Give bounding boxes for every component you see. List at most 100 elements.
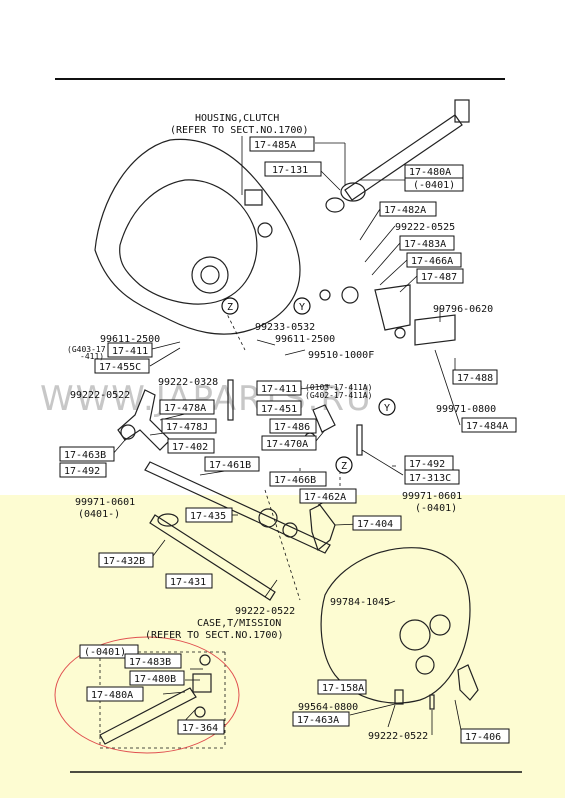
svg-text:17-435: 17-435 bbox=[190, 511, 226, 522]
part-number: 99971-0601 bbox=[402, 491, 462, 502]
svg-text:17-480A: 17-480A bbox=[91, 690, 133, 701]
svg-text:17-455C: 17-455C bbox=[99, 362, 141, 373]
highlight-circle bbox=[54, 636, 240, 754]
svg-text:17-492: 17-492 bbox=[409, 459, 445, 470]
svg-text:17-483A: 17-483A bbox=[404, 239, 446, 250]
svg-text:17-478A: 17-478A bbox=[164, 403, 206, 414]
svg-text:17-158A: 17-158A bbox=[322, 683, 364, 694]
svg-text:17-463B: 17-463B bbox=[64, 450, 106, 461]
svg-text:17-486: 17-486 bbox=[274, 422, 310, 433]
svg-text:17-364: 17-364 bbox=[182, 723, 218, 734]
svg-text:17-480B: 17-480B bbox=[134, 674, 176, 685]
part-number: 99564-0800 bbox=[298, 702, 358, 713]
svg-text:Y: Y bbox=[384, 403, 390, 414]
part-label: 17-432B bbox=[98, 552, 154, 568]
svg-text:17-406: 17-406 bbox=[465, 732, 501, 743]
part-number: 99796-0620 bbox=[433, 304, 493, 315]
part-label: 17-158A bbox=[317, 679, 367, 695]
part-label: 17-431 bbox=[165, 573, 213, 589]
part-label: 17-488 bbox=[452, 369, 498, 385]
part-label: 17-478A bbox=[159, 399, 215, 415]
marker-z-1: Z bbox=[221, 297, 239, 315]
svg-text:17-480A: 17-480A bbox=[409, 167, 451, 178]
part-number: 99611-2500 bbox=[100, 334, 160, 345]
part-label: 17-484A bbox=[461, 417, 517, 433]
part-label: 17-461B bbox=[204, 456, 260, 472]
marker-z-2: Z bbox=[335, 456, 353, 474]
svg-text:Z: Z bbox=[341, 461, 347, 472]
svg-text:Z: Z bbox=[227, 302, 233, 313]
part-number: (0401-) bbox=[78, 509, 120, 520]
svg-text:(-0401): (-0401) bbox=[84, 647, 126, 658]
svg-text:17-131: 17-131 bbox=[272, 165, 308, 176]
part-number: (-0401) bbox=[415, 503, 457, 514]
part-number: 99222-0525 bbox=[395, 222, 455, 233]
part-label: 17-482A bbox=[379, 201, 437, 217]
part-label: 17-478J bbox=[161, 418, 217, 434]
part-number: 99510-1000F bbox=[308, 350, 374, 361]
svg-text:17-484A: 17-484A bbox=[466, 421, 508, 432]
part-label: (-0401) bbox=[79, 644, 139, 659]
svg-text:17-432B: 17-432B bbox=[103, 556, 145, 567]
svg-text:17-466A: 17-466A bbox=[411, 256, 453, 267]
boxed-labels: 17-485A 17-131 17-480A (-0401) 17-482A 1… bbox=[59, 136, 517, 744]
svg-text:17-462A: 17-462A bbox=[304, 492, 346, 503]
svg-text:Y: Y bbox=[299, 302, 305, 313]
transmission-case-drawing bbox=[320, 547, 479, 704]
part-label: 17-470A bbox=[261, 435, 317, 451]
part-label: 17-411 bbox=[256, 380, 302, 396]
shift-rod-upper-drawing bbox=[325, 99, 470, 213]
svg-text:17-461B: 17-461B bbox=[209, 460, 251, 471]
part-number: 99222-0522 bbox=[368, 731, 428, 742]
part-label: 17-451 bbox=[256, 400, 302, 416]
part-label: 17-483A bbox=[399, 235, 455, 251]
marker-y-1: Y bbox=[293, 297, 311, 315]
svg-text:17-488: 17-488 bbox=[457, 373, 493, 384]
svg-text:17-451: 17-451 bbox=[261, 404, 297, 415]
svg-text:17-470A: 17-470A bbox=[266, 439, 308, 450]
svg-text:17-492: 17-492 bbox=[64, 466, 100, 477]
part-label: 17-492 bbox=[404, 455, 454, 471]
svg-text:17-466B: 17-466B bbox=[274, 475, 316, 486]
selector-assembly-drawing bbox=[319, 284, 456, 346]
part-label: (-0401) bbox=[404, 177, 464, 192]
part-label: 17-364 bbox=[177, 719, 225, 735]
svg-text:17-411: 17-411 bbox=[112, 346, 148, 357]
part-number: 99971-0800 bbox=[436, 404, 496, 415]
case-note-line2: (REFER TO SECT.NO.1700) bbox=[145, 630, 283, 641]
part-label: 17-402 bbox=[167, 438, 215, 454]
inset-rod-drawing bbox=[99, 654, 212, 745]
part-number: 99222-0328 bbox=[158, 377, 218, 388]
part-label: 17-455C bbox=[94, 358, 150, 374]
part-label: 17-411 bbox=[107, 342, 153, 358]
svg-text:(-0401): (-0401) bbox=[413, 180, 455, 191]
clutch-housing-drawing bbox=[94, 138, 301, 335]
part-number: 99611-2500 bbox=[275, 334, 335, 345]
long-rod-drawing bbox=[144, 461, 331, 601]
part-label: 17-485A bbox=[249, 136, 315, 152]
part-number: (0103-17-411A) bbox=[305, 383, 372, 392]
svg-text:17-482A: 17-482A bbox=[384, 205, 426, 216]
part-label: 17-463B bbox=[59, 446, 115, 462]
part-label: 17-483B bbox=[124, 653, 182, 669]
part-label: 17-486 bbox=[269, 418, 317, 434]
part-number: (G403-17 bbox=[67, 345, 106, 354]
part-label: 17-435 bbox=[185, 507, 233, 523]
housing-note-line1: HOUSING,CLUTCH bbox=[195, 113, 279, 124]
part-label: 17-466A bbox=[406, 252, 462, 268]
part-label: 17-313C bbox=[404, 469, 460, 485]
part-label: 17-404 bbox=[352, 515, 402, 531]
part-label: 17-406 bbox=[460, 728, 510, 744]
svg-text:17-402: 17-402 bbox=[172, 442, 208, 453]
part-label: 17-463A bbox=[292, 711, 350, 727]
part-number: 99971-0601 bbox=[75, 497, 135, 508]
case-note-line1: CASE,T/MISSION bbox=[197, 618, 281, 629]
svg-text:17-431: 17-431 bbox=[170, 577, 206, 588]
svg-text:17-483B: 17-483B bbox=[129, 657, 171, 668]
part-number: 99784-1045 bbox=[330, 597, 390, 608]
part-number: 99222-0522 bbox=[235, 606, 295, 617]
part-label: 17-131 bbox=[264, 161, 322, 177]
part-label: 17-480A bbox=[86, 686, 144, 702]
marker-y-2: Y bbox=[378, 398, 396, 416]
